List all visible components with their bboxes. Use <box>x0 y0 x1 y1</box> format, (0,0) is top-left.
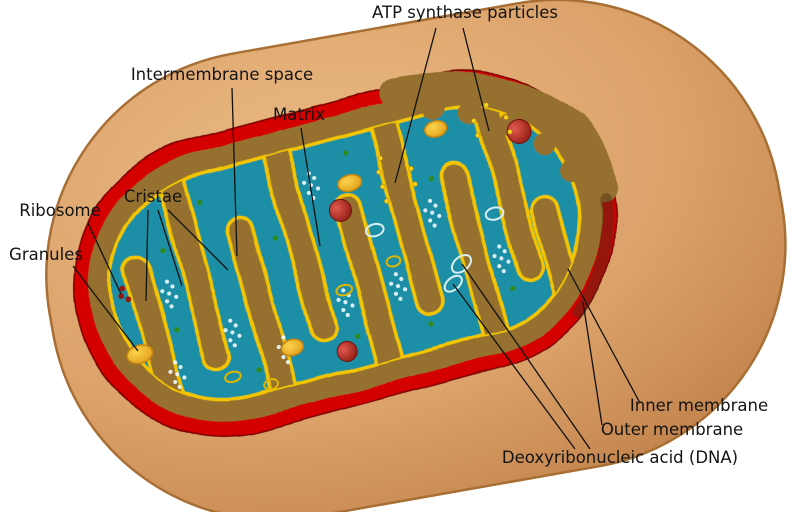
leader-inner-membrane <box>567 268 641 404</box>
leader-atp-2 <box>462 27 490 132</box>
matrix-green-dots <box>160 150 516 373</box>
leader-matrix <box>300 127 321 247</box>
leader-ribosome <box>87 222 122 295</box>
label-outer-membrane: Outer membrane <box>600 420 744 439</box>
leader-cristae-2 <box>157 209 183 287</box>
label-intermembrane-space: Intermembrane space <box>130 65 314 84</box>
label-granules: Granules <box>9 245 83 264</box>
dense-sphere <box>328 198 352 222</box>
granule-disc <box>126 344 154 365</box>
leader-intermembrane <box>231 87 238 257</box>
crista-fold <box>467 81 545 282</box>
matrix-rings <box>224 255 402 391</box>
granule-disc <box>280 338 304 357</box>
leader-cristae-3 <box>167 209 229 271</box>
dense-spheres <box>328 118 532 362</box>
label-matrix: Matrix <box>273 105 325 124</box>
granule-discs <box>126 119 448 365</box>
leader-dna-1 <box>452 283 576 450</box>
label-ribosome: Ribosome <box>19 201 101 220</box>
label-inner-membrane: Inner membrane <box>629 396 769 415</box>
leader-atp-1 <box>394 27 437 184</box>
granule-disc <box>337 173 363 193</box>
atp-synthase-dots <box>376 102 513 204</box>
leader-outer-membrane <box>582 301 603 426</box>
dense-sphere <box>506 118 532 144</box>
leader-cristae-1 <box>145 209 149 302</box>
dna-loop <box>443 274 463 293</box>
matrix-details <box>118 102 532 391</box>
leader-dna-2 <box>461 263 591 450</box>
leader-lines <box>72 27 641 450</box>
dna-loop <box>484 206 505 221</box>
label-atp-synthase-particles: ATP synthase particles <box>372 3 558 22</box>
granule-disc <box>424 119 448 138</box>
dna-loop <box>364 222 385 238</box>
label-dna: Deoxyribonucleic acid (DNA) <box>501 448 739 467</box>
cutaway-membranes <box>73 70 618 437</box>
dense-sphere <box>336 340 358 362</box>
cut-wall <box>376 72 618 319</box>
ribosome-dots <box>118 285 132 303</box>
leader-granules <box>72 265 139 352</box>
label-cristae: Cristae <box>123 187 183 206</box>
cut-shadow <box>572 193 613 319</box>
